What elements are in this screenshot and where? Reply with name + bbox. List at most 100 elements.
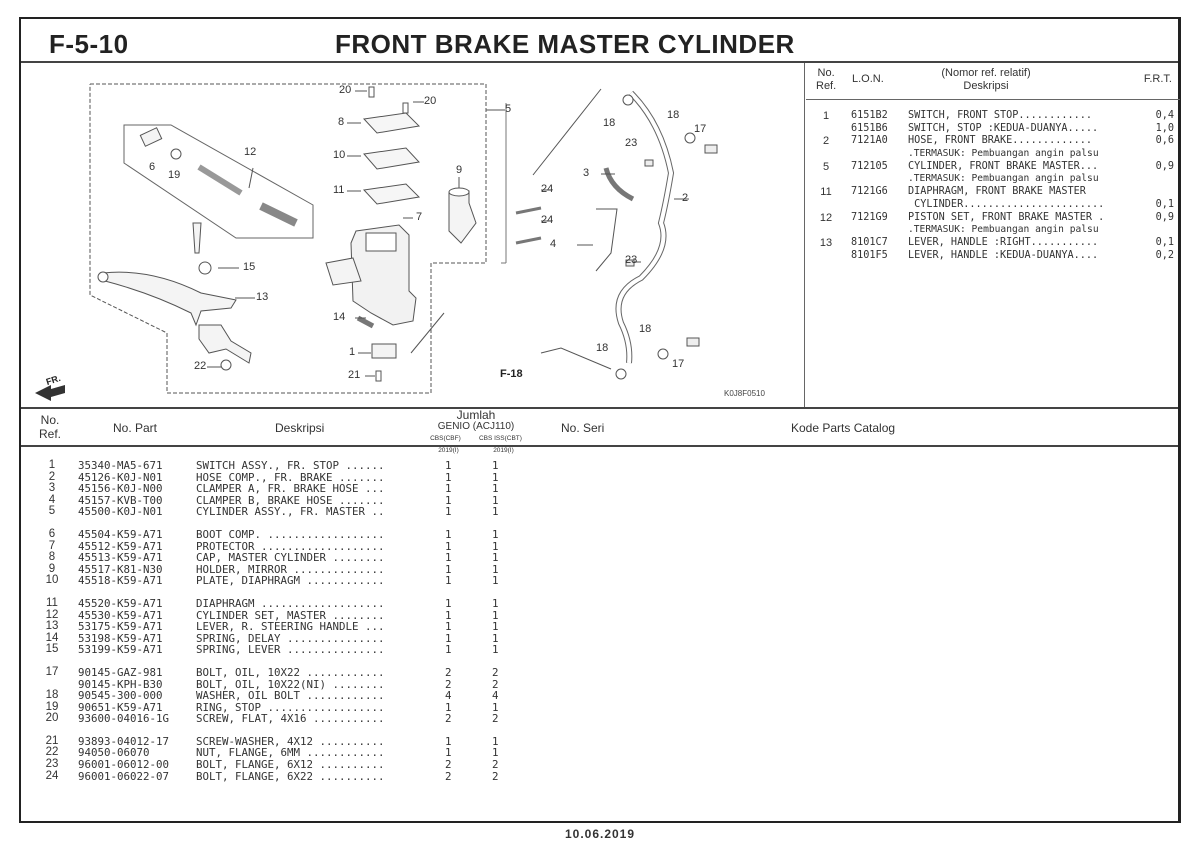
- assembly-outline: [89, 83, 487, 394]
- callout-17a: 17: [694, 123, 707, 135]
- parts-q2: 1: [492, 734, 499, 748]
- parts-part: 45517-K81-N30: [78, 562, 163, 576]
- parts-no: 14: [45, 631, 59, 644]
- parts-q1: 2: [445, 758, 452, 772]
- reference-desc: DIAPHRAGM, FRONT BRAKE MASTER: [908, 186, 1086, 198]
- parts-q1: 1: [445, 527, 452, 541]
- parts-no: 8: [48, 551, 56, 564]
- parts-q2: 4: [492, 689, 499, 703]
- cross-reference-link[interactable]: F-18: [500, 368, 523, 380]
- reference-lon: 7121A0: [851, 135, 888, 147]
- reference-no: 12: [819, 211, 833, 224]
- parts-q1: 1: [445, 470, 452, 484]
- reference-desc: CYLINDER, FRONT BRAKE MASTER...: [908, 160, 1099, 172]
- parts-q1: 1: [445, 482, 452, 496]
- piston-set-outline: [123, 124, 314, 239]
- parts-no: 1: [48, 459, 56, 471]
- parts-q2: 1: [492, 562, 499, 576]
- header-part-number: No. Part: [113, 421, 158, 435]
- callout-23a: 23: [625, 137, 638, 149]
- parts-q1: 4: [445, 689, 452, 703]
- parts-part: 53198-K59-A71: [78, 631, 163, 645]
- parts-q2: 2: [492, 769, 499, 783]
- parts-desc: BOLT, FLANGE, 6X22 ..........: [196, 769, 385, 783]
- reference-lon: 8101C7: [851, 236, 888, 248]
- parts-q2: 1: [492, 470, 499, 484]
- parts-part: 90145-KPH-B30: [78, 677, 163, 691]
- parts-no: 5: [48, 505, 56, 518]
- parts-no: 24: [45, 769, 59, 782]
- parts-part: 90545-300-000: [78, 689, 163, 703]
- reference-lon: 8101F5: [851, 249, 888, 261]
- callout-10: 10: [333, 149, 346, 161]
- header-catalog-code: Kode Parts Catalog: [791, 421, 896, 435]
- parts-q1: 2: [445, 665, 452, 679]
- callout-18b: 18: [667, 109, 680, 121]
- parts-desc: SCREW, FLAT, 4X16 ...........: [196, 712, 385, 726]
- parts-part: 45518-K59-A71: [78, 574, 163, 588]
- parts-part: 94050-06070: [78, 746, 150, 760]
- parts-q2: 1: [492, 643, 499, 657]
- parts-no: 10: [45, 574, 59, 587]
- reference-row: .TERMASUK: Pembuangan angin palsu: [806, 224, 1180, 237]
- parts-q2: 1: [492, 493, 499, 507]
- reference-row: .TERMASUK: Pembuangan angin palsu: [806, 148, 1180, 161]
- callout-18d: 18: [596, 342, 609, 354]
- parts-no: 12: [45, 608, 59, 621]
- parts-part: 45156-K0J-N00: [78, 482, 163, 496]
- parts-q1: 1: [445, 620, 452, 634]
- parts-q2: 1: [492, 700, 499, 714]
- front-arrow-shape: [35, 385, 65, 401]
- parts-q1: 2: [445, 769, 452, 783]
- reference-desc: .TERMASUK: Pembuangan angin palsu: [908, 148, 1099, 160]
- callout-18a: 18: [603, 117, 616, 129]
- page-title: FRONT BRAKE MASTER CYLINDER: [335, 29, 795, 59]
- reference-desc: LEVER, HANDLE :KEDUA-DUANYA....: [908, 249, 1099, 261]
- callout-2: 2: [682, 192, 689, 204]
- parts-no: 2: [48, 470, 56, 483]
- exploded-diagram: 20 20 8 10 11 7 9 6 19 12 15 13 14 1 21 …: [21, 63, 805, 407]
- parts-no: 20: [45, 712, 59, 725]
- callout-17b: 17: [672, 358, 685, 370]
- callout-13: 13: [256, 291, 269, 303]
- parts-q1: 1: [445, 596, 452, 610]
- parts-part: 90651-K59-A71: [78, 700, 163, 714]
- parts-q2: 1: [492, 551, 499, 565]
- reference-desc: SWITCH, FRONT STOP............: [908, 110, 1093, 121]
- parts-q1: 1: [445, 539, 452, 553]
- parts-q2: 1: [492, 527, 499, 541]
- parts-part: 45157-KVB-T00: [78, 493, 163, 507]
- diagram-drawing: [35, 83, 718, 401]
- parts-desc: WASHER, OIL BOLT ............: [196, 689, 385, 703]
- parts-q2: 2: [492, 712, 499, 726]
